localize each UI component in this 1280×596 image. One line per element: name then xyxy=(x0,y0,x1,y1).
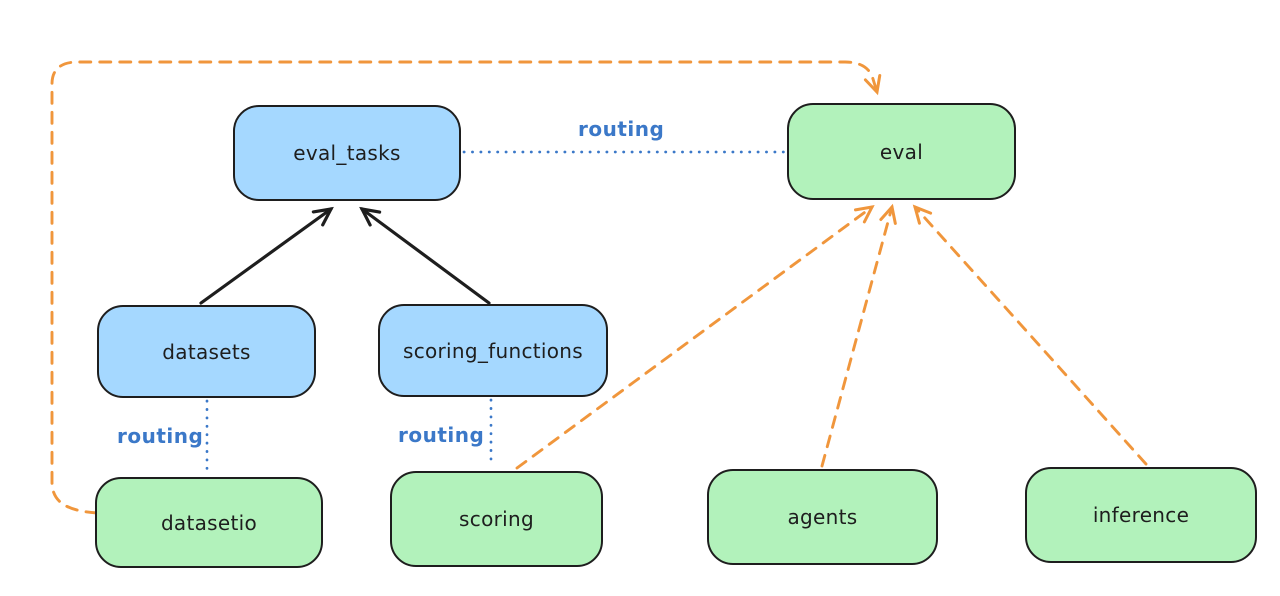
node-scoring-functions-label: scoring_functions xyxy=(402,338,584,363)
node-datasets: datasets xyxy=(97,305,316,398)
edge-inference-to-eval-arrow xyxy=(912,204,1148,466)
edge-scoring-to-eval-arrow xyxy=(515,205,875,470)
node-inference: inference xyxy=(1025,467,1257,563)
node-scoring-functions: scoring_functions xyxy=(378,304,608,397)
node-scoring-label: scoring xyxy=(459,507,534,531)
node-agents-label: agents xyxy=(787,505,858,529)
edge-datasets-to-eval-tasks-arrow xyxy=(199,206,334,305)
edge-datasetio-to-eval-arrow xyxy=(50,60,882,515)
node-inference-label: inference xyxy=(1092,503,1190,527)
node-datasetio: datasetio xyxy=(95,477,323,568)
routing-label-left: routing xyxy=(117,424,204,448)
node-eval: eval xyxy=(787,103,1016,200)
node-scoring: scoring xyxy=(390,471,603,567)
node-agents: agents xyxy=(707,469,938,565)
node-eval-tasks-label: eval_tasks xyxy=(293,141,401,165)
node-datasets-label: datasets xyxy=(162,339,251,364)
edge-scoring-functions-to-eval-tasks-arrow xyxy=(359,206,491,305)
node-datasetio-label: datasetio xyxy=(160,510,258,535)
node-eval-tasks: eval_tasks xyxy=(233,105,461,201)
edge-agents-to-eval-arrow xyxy=(820,203,897,468)
routing-label-top: routing xyxy=(578,117,665,141)
node-eval-label: eval xyxy=(879,139,924,164)
routing-label-middle: routing xyxy=(398,423,485,447)
